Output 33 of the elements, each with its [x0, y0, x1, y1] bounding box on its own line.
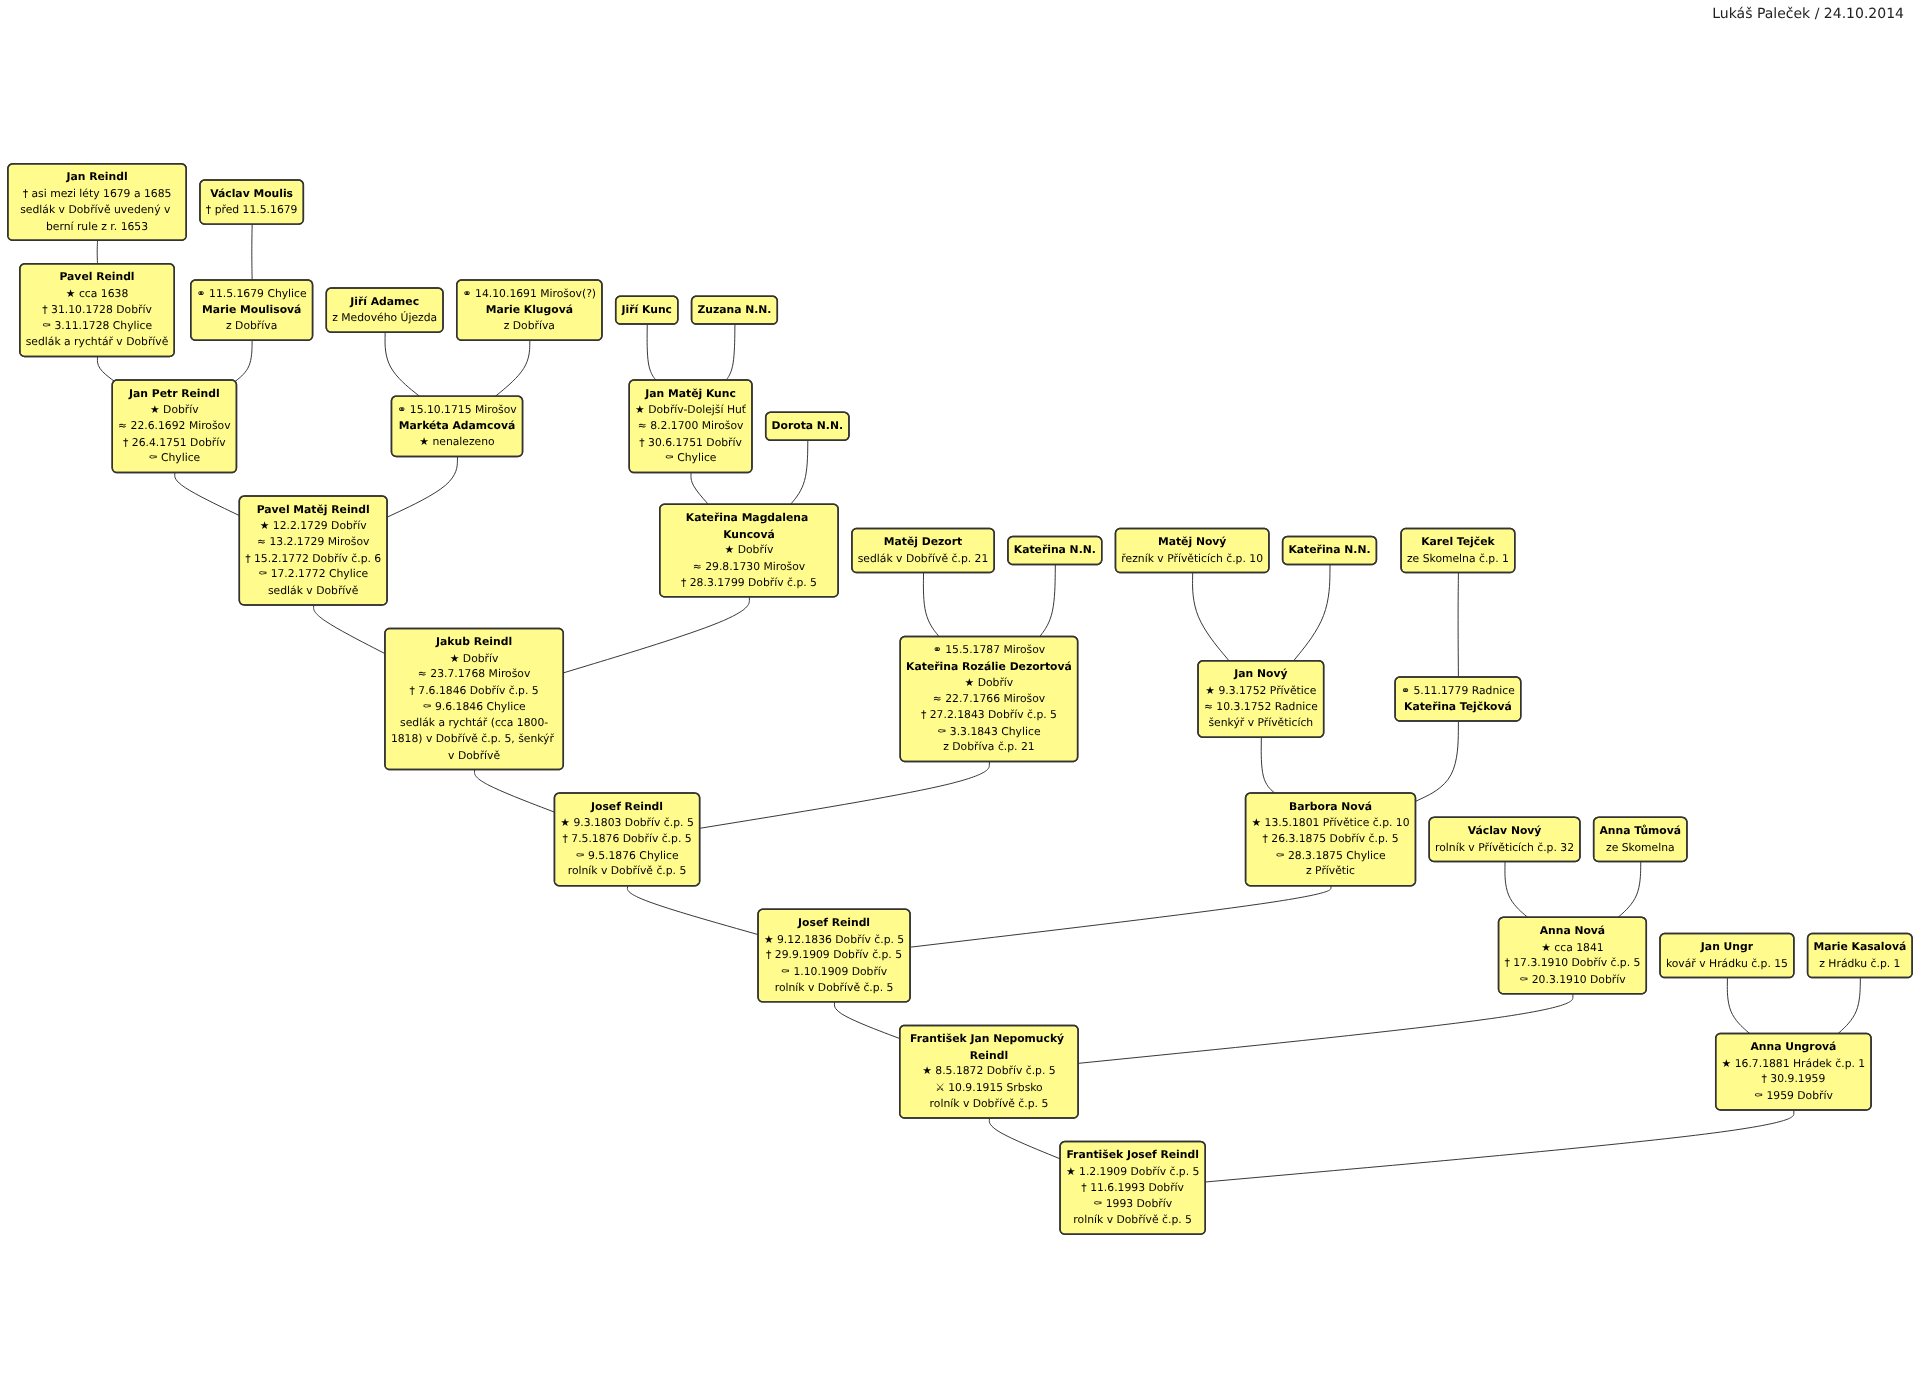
connector [690, 472, 710, 506]
connector [96, 356, 116, 382]
connector [833, 1001, 901, 1040]
connector [1415, 721, 1459, 802]
connector [1504, 861, 1529, 919]
connector [1292, 564, 1331, 662]
connector [1617, 861, 1642, 919]
connector [251, 224, 253, 281]
connector [1205, 1109, 1795, 1183]
connector [494, 340, 531, 398]
connector [1726, 977, 1751, 1035]
connector [1260, 737, 1276, 795]
connector [789, 440, 809, 506]
connector [234, 340, 253, 382]
connector [1457, 572, 1459, 678]
connector [387, 456, 458, 518]
connector [1192, 572, 1230, 662]
connector [922, 572, 940, 638]
connector [626, 885, 759, 936]
connector [313, 604, 386, 655]
connector [646, 324, 657, 381]
connector [910, 885, 1332, 948]
connector [988, 1118, 1062, 1160]
connector [563, 596, 750, 674]
connector [1078, 993, 1574, 1064]
connector [474, 769, 556, 813]
connector [174, 472, 241, 517]
connector [1837, 977, 1861, 1035]
connector [725, 324, 736, 381]
connector [699, 761, 990, 829]
connector [384, 332, 421, 398]
connector [96, 240, 98, 265]
connector [1038, 564, 1056, 638]
